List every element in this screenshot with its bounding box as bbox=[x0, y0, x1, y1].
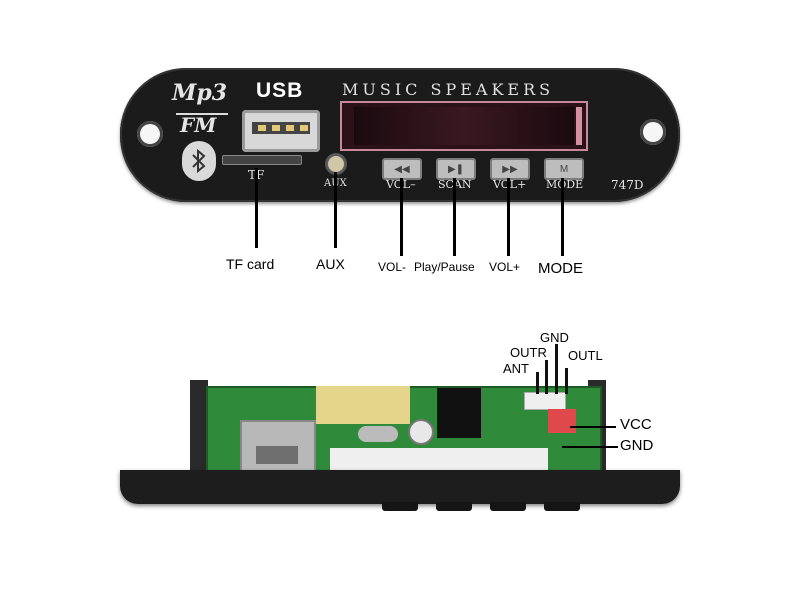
mounting-hole-left bbox=[137, 121, 163, 147]
brand-fm: FM bbox=[180, 113, 217, 137]
mounting-hole-right bbox=[640, 119, 666, 145]
leader-mode bbox=[561, 178, 564, 256]
bluetooth-icon bbox=[182, 141, 216, 181]
pin-gnd-right: GND bbox=[620, 437, 654, 454]
leader-vol-plus bbox=[507, 178, 510, 256]
ic-chip bbox=[437, 388, 481, 438]
standoff-left bbox=[190, 380, 208, 472]
pin-outr: OUTR bbox=[510, 345, 547, 360]
callout-tf-card: TF card bbox=[226, 256, 275, 272]
callout-vol-minus: VOL- bbox=[378, 260, 407, 274]
wire-ant bbox=[536, 372, 539, 394]
usb-title: USB bbox=[256, 79, 304, 102]
callout-play-pause: Play/Pause bbox=[414, 260, 475, 274]
mode-button[interactable]: M bbox=[544, 158, 584, 180]
leader-vol-minus bbox=[400, 178, 403, 256]
capacitor bbox=[408, 419, 434, 445]
previous-icon: ◀◀ bbox=[394, 163, 410, 175]
leader-aux bbox=[334, 172, 337, 248]
button-tab bbox=[382, 502, 418, 511]
power-connector bbox=[548, 409, 576, 433]
button-tab bbox=[436, 502, 472, 511]
brand-mp3: Mp3 bbox=[172, 80, 228, 106]
brand-divider bbox=[176, 113, 228, 115]
mode-icon: M bbox=[559, 163, 569, 175]
callout-mode: MODE bbox=[538, 260, 583, 277]
music-speakers-title: MUSIC SPEAKERS bbox=[342, 80, 555, 99]
wire-outr bbox=[545, 360, 548, 394]
vol-plus-button[interactable]: ▶▶ bbox=[490, 158, 530, 180]
wire-outl bbox=[565, 368, 568, 394]
callout-aux: AUX bbox=[316, 256, 345, 272]
button-tab bbox=[544, 502, 580, 511]
pin-ant: ANT bbox=[503, 361, 529, 376]
button-tab bbox=[490, 502, 526, 511]
leader-gnd-right bbox=[562, 446, 618, 448]
pin-vcc: VCC bbox=[620, 416, 652, 433]
leader-tf bbox=[255, 168, 258, 248]
pin-gnd-top: GND bbox=[540, 330, 569, 345]
panel-side-view bbox=[120, 470, 680, 504]
display-ribbon bbox=[330, 448, 548, 472]
bluetooth-antenna bbox=[316, 386, 410, 424]
leader-play-pause bbox=[453, 178, 456, 256]
vol-minus-button[interactable]: ◀◀ bbox=[382, 158, 422, 180]
next-icon: ▶▶ bbox=[502, 163, 518, 175]
scan-button[interactable]: ▶❚ bbox=[436, 158, 476, 180]
usb-port bbox=[242, 110, 320, 152]
mode-label: MODE bbox=[546, 178, 584, 191]
crystal-oscillator bbox=[358, 426, 398, 442]
pin-outl: OUTL bbox=[568, 348, 603, 363]
audio-connector bbox=[524, 392, 566, 410]
tf-card-slot bbox=[222, 155, 302, 165]
aux-jack bbox=[328, 156, 344, 172]
led-display bbox=[340, 101, 588, 151]
wire-gnd bbox=[555, 344, 558, 394]
pcb-usb-port bbox=[240, 420, 316, 476]
callout-vol-plus: VOL+ bbox=[489, 260, 521, 274]
play-pause-icon: ▶❚ bbox=[447, 163, 465, 175]
model-number: 747D bbox=[611, 178, 644, 192]
leader-vcc bbox=[570, 426, 616, 428]
